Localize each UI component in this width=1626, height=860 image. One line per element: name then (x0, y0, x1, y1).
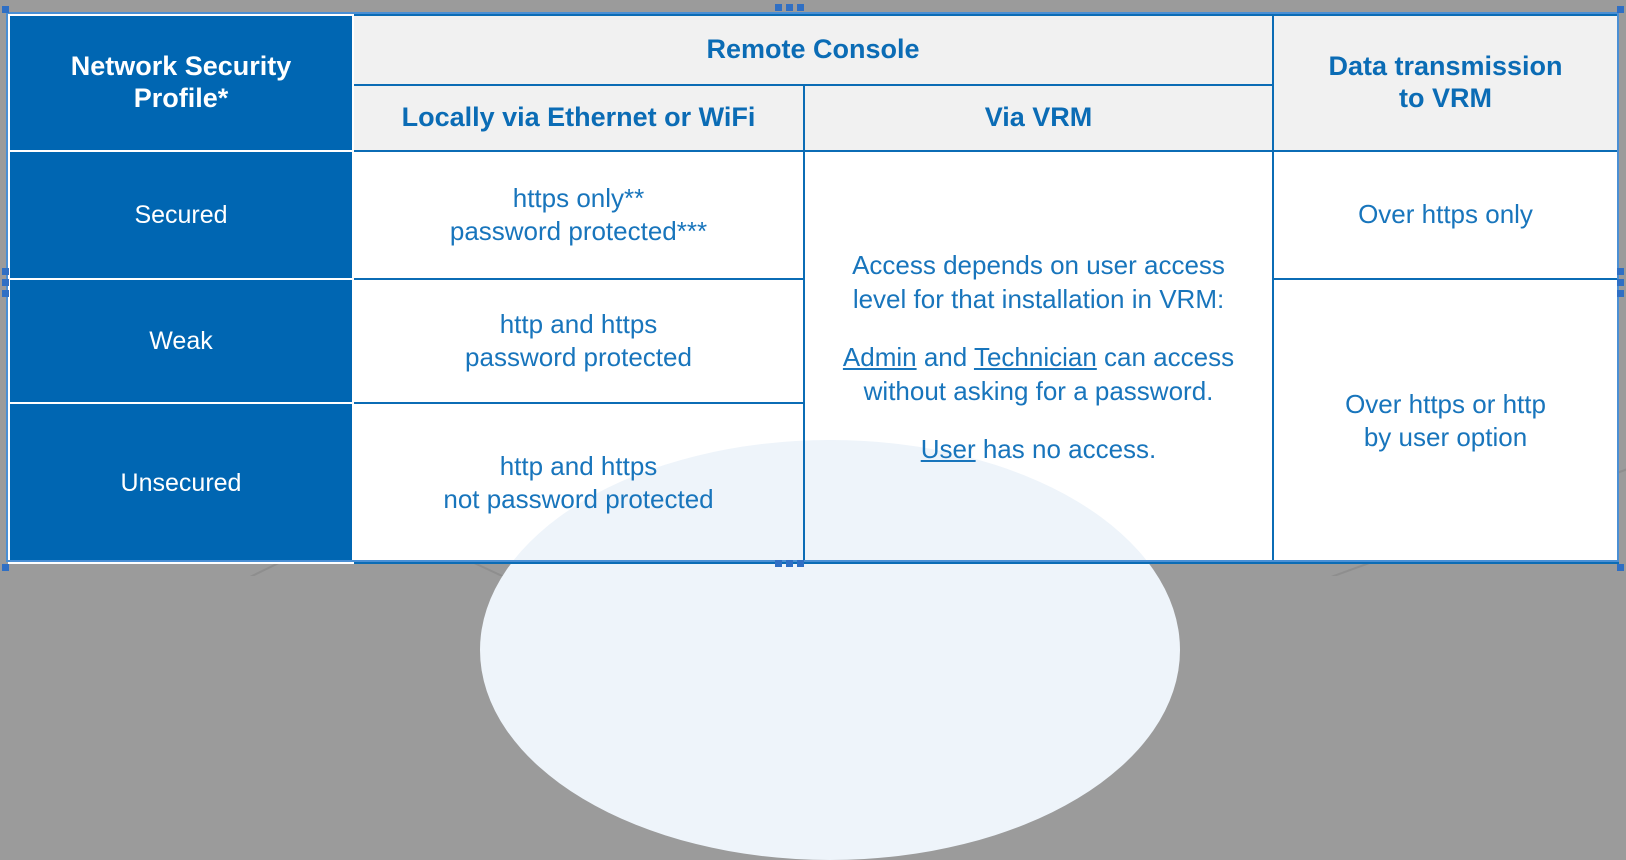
cell-unsecured-locally-line1: http and https (499, 450, 658, 481)
table-row: Weak http and https password protected O… (8, 278, 1620, 564)
resize-handle-top-left[interactable] (2, 6, 9, 13)
cell-weak-locally-line2: password protected (465, 342, 692, 372)
resize-handle-left[interactable] (2, 268, 9, 297)
cell-weak-locally-line1: http and https (499, 308, 658, 339)
network-security-profile-table: Network Security Profile* Remote Console… (8, 14, 1620, 564)
header-dtv-line1: Data transmission (1328, 51, 1563, 82)
cell-via-vrm-access-description: Access depends on user access level for … (802, 150, 1275, 564)
vrm-para2-tail: can access (1096, 341, 1235, 372)
cell-transmission-line2: by user option (1363, 422, 1528, 452)
table-row: Unsecured http and https not password pr… (8, 402, 1618, 564)
table-header-row-1: Network Security Profile* Remote Console… (8, 14, 1620, 152)
resize-handle-bottom-right[interactable] (1617, 564, 1624, 571)
header-locally-via-ethernet-or-wifi: Locally via Ethernet or WiFi (352, 84, 805, 152)
cell-weak-unsecured-transmission: Over https or http by user option (1272, 278, 1620, 564)
vrm-spacer-1 (815, 316, 1262, 339)
table-row: Secured https only** password protected*… (8, 150, 1620, 564)
header-data-transmission-to-vrm: Data transmission to VRM (1272, 14, 1620, 152)
cell-weak-locally: http and https password protected (352, 278, 805, 404)
cell-secured-locally: https only** password protected*** (352, 150, 805, 280)
cell-unsecured-locally-line2: not password protected (443, 484, 714, 514)
header-network-security-profile: Network Security Profile* (8, 14, 354, 152)
cell-secured-transmission: Over https only (1272, 150, 1620, 280)
table-header-row-2: Locally via Ethernet or WiFi Via VRM (9, 84, 1618, 152)
cell-transmission-line1: Over https or http (1345, 388, 1546, 419)
vrm-role-technician: Technician (973, 341, 1097, 372)
row-label-secured: Secured (8, 150, 354, 280)
resize-handle-top[interactable] (775, 4, 804, 11)
resize-handle-bottom-left[interactable] (2, 564, 9, 571)
vrm-spacer-2 (815, 408, 1262, 431)
vrm-role-user: User (920, 433, 976, 464)
vrm-para3-tail: has no access. (975, 433, 1157, 464)
cell-secured-locally-line2: password protected*** (449, 216, 708, 246)
resize-handle-bottom[interactable] (775, 560, 804, 567)
vrm-role-admin: Admin (842, 341, 917, 372)
header-remote-console: Remote Console (351, 14, 1275, 86)
cell-unsecured-locally: http and https not password protected (352, 402, 805, 564)
vrm-para2-line2: without asking for a password. (863, 376, 1214, 407)
row-label-weak: Weak (8, 278, 354, 404)
resize-handle-top-right[interactable] (1617, 6, 1624, 13)
vrm-para1-line1: Access depends on user access (852, 249, 1225, 280)
cell-secured-locally-line1: https only** (512, 182, 645, 213)
resize-handle-right[interactable] (1617, 268, 1624, 297)
row-label-unsecured: Unsecured (8, 402, 354, 564)
vrm-para1-line2: level for that installation in VRM: (852, 284, 1225, 315)
header-nsp-line1: Network Security (70, 51, 292, 82)
header-via-vrm: Via VRM (802, 84, 1275, 152)
header-dtv-line2: to VRM (1399, 83, 1492, 113)
vrm-para2-conjunction: and (916, 341, 974, 372)
header-nsp-line2: Profile* (133, 83, 229, 113)
